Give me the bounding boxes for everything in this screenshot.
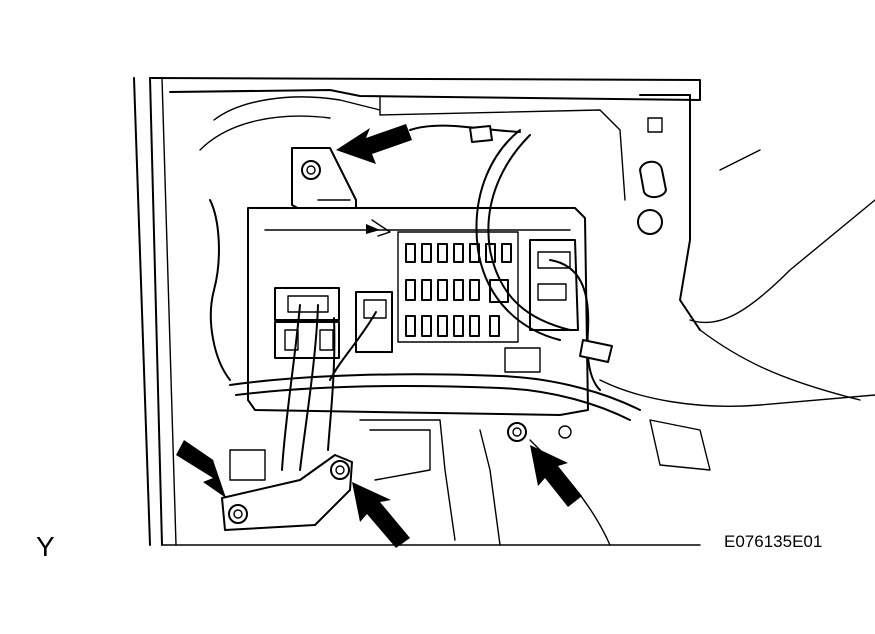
bolt-lower-center <box>330 460 350 480</box>
arrow-bolt-lower-center <box>352 482 410 548</box>
connector-left-lower <box>274 321 340 359</box>
figure-code: E076135E01 <box>724 532 823 551</box>
connector-center <box>355 291 393 353</box>
lower-bracket <box>161 419 711 546</box>
fuse-row-3 <box>405 315 500 337</box>
dash-side-panel <box>133 77 177 546</box>
instrument-panel-upper <box>149 77 875 407</box>
arrow-bolt-lower-left <box>176 440 226 498</box>
upper-bracket <box>291 147 357 221</box>
view-label: Y <box>36 531 55 562</box>
arrow-bolt-top <box>336 124 412 164</box>
wire-clip <box>637 160 667 235</box>
bolt-lower-right <box>507 422 527 442</box>
connector-left-upper <box>274 287 340 321</box>
bolt-top <box>301 160 321 180</box>
fuse-row-1 <box>405 243 512 263</box>
bolt-lower-left <box>228 504 248 524</box>
arrow-bolt-lower-right <box>530 445 582 507</box>
wire-harness <box>209 124 641 471</box>
